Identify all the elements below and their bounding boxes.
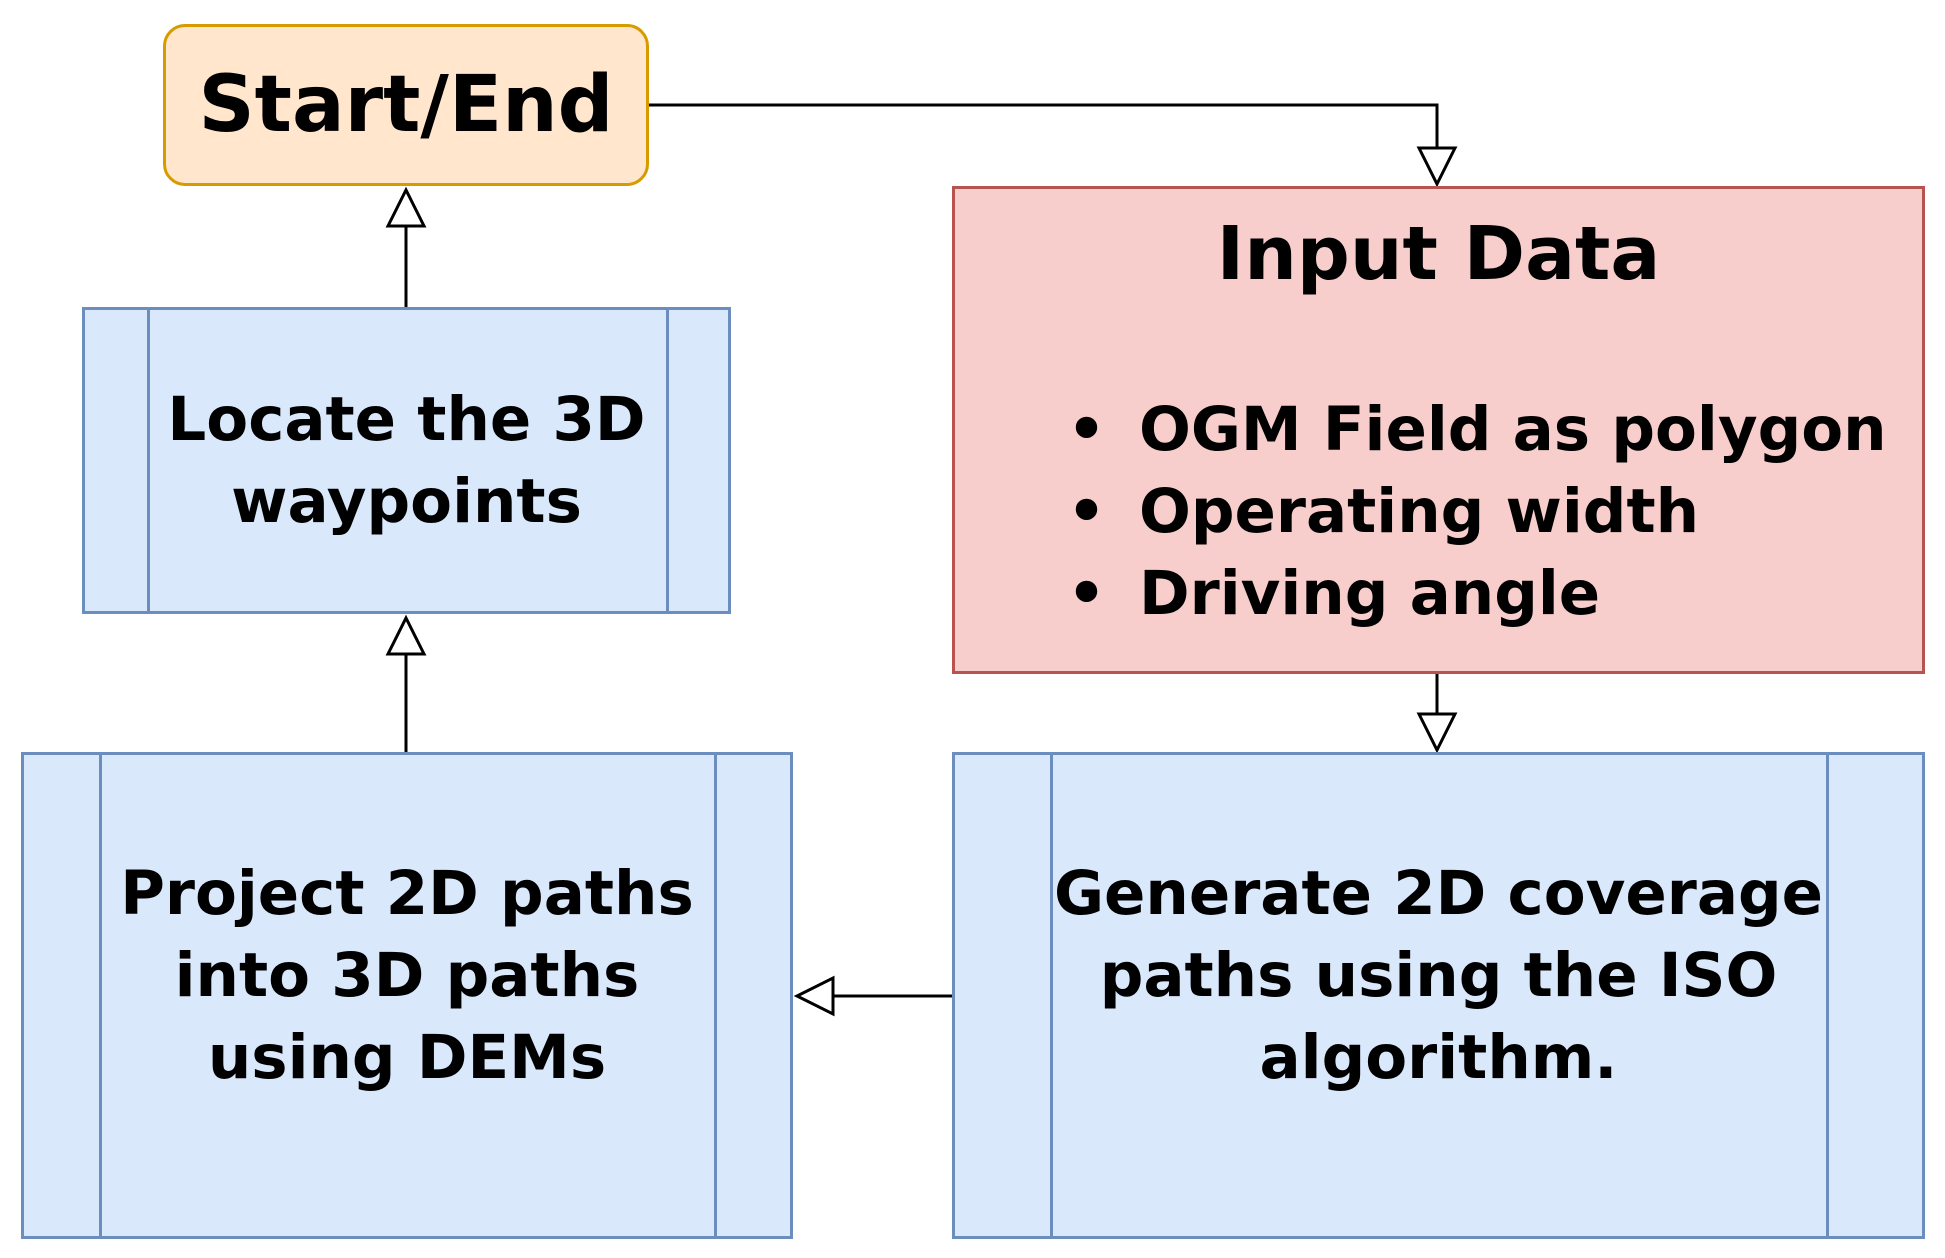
project-line: into 3D paths xyxy=(174,939,640,1011)
edge-generate-to-project xyxy=(793,975,952,1017)
project-paths-node: Project 2D paths into 3D paths using DEM… xyxy=(21,752,793,1239)
input-data-title: Input Data xyxy=(1216,211,1661,297)
process-right-bar xyxy=(714,755,717,1236)
process-left-bar xyxy=(1050,755,1053,1236)
process-right-bar xyxy=(1826,755,1829,1236)
process-right-bar xyxy=(666,310,669,611)
locate-line: Locate the 3D xyxy=(167,383,646,455)
generate-paths-text: Generate 2D coverage paths using the ISO… xyxy=(1053,755,1824,1196)
edge-locate-to-start xyxy=(385,186,427,307)
generate-line: Generate 2D coverage xyxy=(1053,857,1824,929)
input-data-list: • OGM Field as polygon • Operating width •… xyxy=(1067,389,1887,635)
input-data-item-text: Driving angle xyxy=(1139,558,1601,629)
edge-project-to-locate xyxy=(385,614,427,752)
input-data-item-text: Operating width xyxy=(1139,476,1700,547)
generate-paths-node: Generate 2D coverage paths using the ISO… xyxy=(952,752,1925,1239)
locate-waypoints-text: Locate the 3D waypoints xyxy=(150,310,663,611)
input-data-item: • Operating width xyxy=(1067,471,1887,553)
project-line: using DEMs xyxy=(207,1021,607,1093)
input-data-node: Input Data • OGM Field as polygon • Operat… xyxy=(952,186,1925,674)
input-data-item: • OGM Field as polygon xyxy=(1067,389,1887,471)
generate-line: algorithm. xyxy=(1259,1021,1618,1093)
locate-waypoints-node: Locate the 3D waypoints xyxy=(82,307,731,614)
project-paths-text: Project 2D paths into 3D paths using DEM… xyxy=(102,755,712,1196)
input-data-item: • Driving angle xyxy=(1067,553,1887,635)
bullet-icon: • xyxy=(1067,558,1106,629)
start-end-label: Start/End xyxy=(198,60,614,150)
input-data-item-text: OGM Field as polygon xyxy=(1139,394,1887,465)
locate-line: waypoints xyxy=(231,465,582,537)
project-line: Project 2D paths xyxy=(120,857,694,929)
process-left-bar xyxy=(99,755,102,1236)
generate-line: paths using the ISO xyxy=(1099,939,1778,1011)
start-end-node: Start/End xyxy=(163,24,649,186)
process-left-bar xyxy=(147,310,150,611)
edge-input-to-generate xyxy=(1416,674,1458,754)
edge-start-to-input xyxy=(649,103,1458,188)
bullet-icon: • xyxy=(1067,476,1106,547)
bullet-icon: • xyxy=(1067,394,1106,465)
